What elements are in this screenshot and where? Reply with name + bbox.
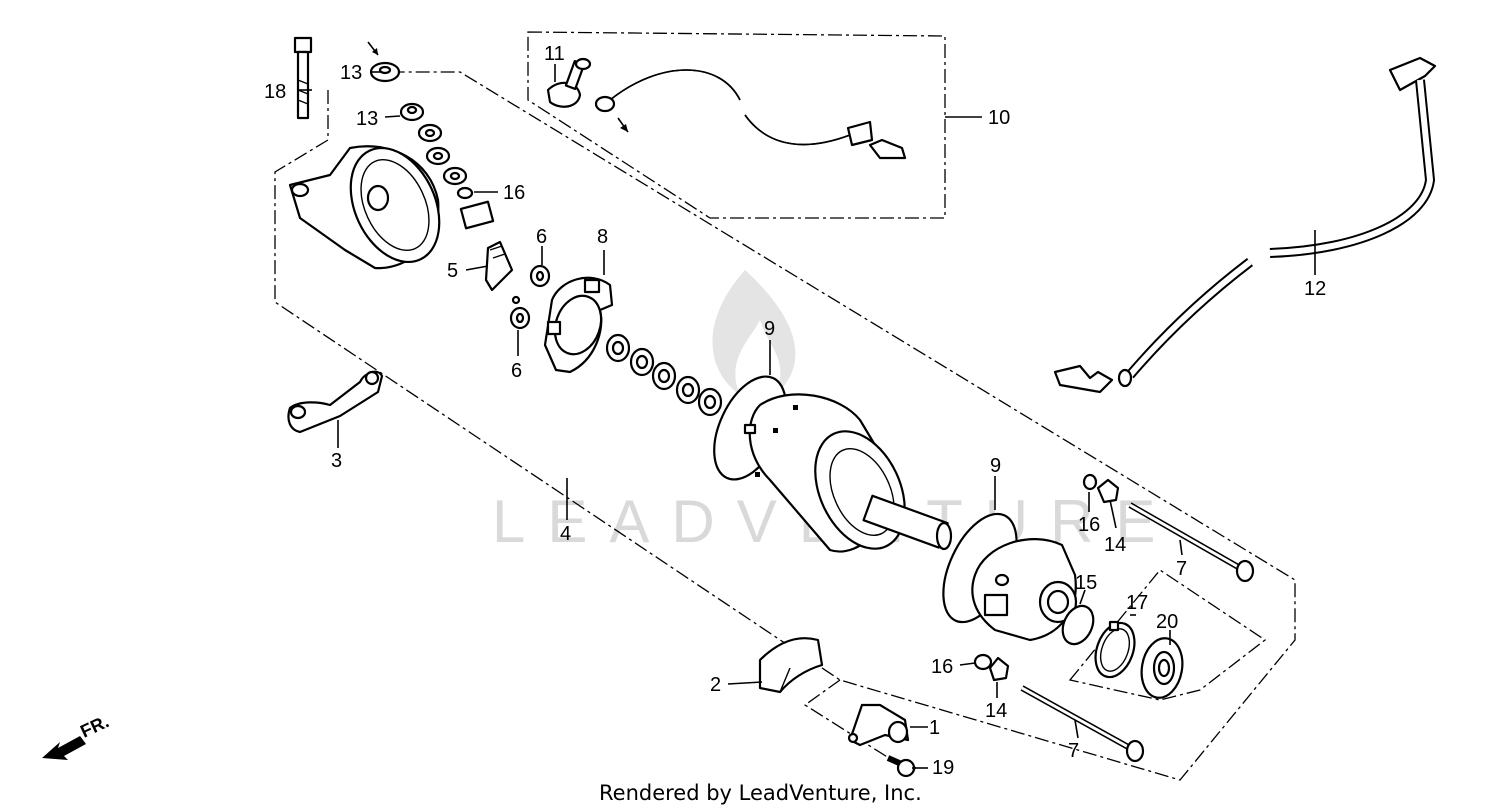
callout-17: 17 xyxy=(1126,592,1148,614)
callout-6-upper: 6 xyxy=(536,226,547,248)
callout-16-right: 16 xyxy=(1078,514,1100,536)
ground-cable-12 xyxy=(1053,56,1437,394)
callout-13-lower: 13 xyxy=(356,108,378,130)
callout-14-lower: 14 xyxy=(985,700,1007,722)
bracket-1 xyxy=(847,703,910,747)
nut-14-lower xyxy=(988,656,1010,682)
callout-labels: 1 2 3 4 5 6 6 7 7 8 9 9 10 11 12 13 13 1… xyxy=(264,43,1326,779)
callout-16-upper: 16 xyxy=(503,182,525,204)
nut-6-upper xyxy=(529,264,551,288)
nut-13-top xyxy=(367,41,401,83)
assembly-outline-main xyxy=(274,71,1296,781)
callout-13-upper: 13 xyxy=(340,62,362,84)
arm-bracket-3 xyxy=(287,370,384,434)
bolt-18 xyxy=(293,36,313,120)
callout-3: 3 xyxy=(331,450,342,472)
terminal-cap-11 xyxy=(546,57,629,133)
nut-13-lower xyxy=(399,102,425,122)
washer-16-lower xyxy=(973,653,993,671)
callout-19: 19 xyxy=(932,757,954,779)
snap-ring-15 xyxy=(1061,604,1095,646)
assembly-outline-rearcover xyxy=(1068,569,1267,701)
bolt-19 xyxy=(886,755,917,778)
callout-7-lower: 7 xyxy=(1068,740,1079,762)
callout-8: 8 xyxy=(597,226,608,248)
assembly-outline-cable xyxy=(527,31,946,219)
rear-housing-cover xyxy=(288,145,441,270)
nut-6-lower xyxy=(509,295,531,330)
render-credit: Rendered by LeadVenture, Inc. xyxy=(599,781,922,805)
callout-20: 20 xyxy=(1156,611,1178,633)
callout-6-lower: 6 xyxy=(511,360,522,382)
callout-9-upper: 9 xyxy=(764,318,775,340)
circlip-17 xyxy=(1094,620,1136,679)
washer-16-upper xyxy=(1082,473,1098,491)
bearing-20 xyxy=(1140,637,1184,699)
front-cover xyxy=(971,538,1078,642)
callout-16-lower: 16 xyxy=(931,656,953,678)
front-direction-arrow: FR. xyxy=(42,711,112,760)
brush-2 xyxy=(758,637,824,694)
nut-14-upper xyxy=(1096,478,1120,504)
callout-9-lower: 9 xyxy=(990,455,1001,477)
motor-yoke-armature xyxy=(743,393,953,553)
callout-1: 1 xyxy=(929,717,940,739)
leader-lines xyxy=(298,64,1316,769)
insulator-square xyxy=(459,200,495,230)
fr-label: FR. xyxy=(77,711,112,741)
terminal-bolt-5 xyxy=(484,240,514,292)
through-bolt-7-upper xyxy=(1128,502,1255,583)
callout-7-upper: 7 xyxy=(1176,558,1187,580)
callout-10: 10 xyxy=(988,107,1010,129)
callout-12: 12 xyxy=(1304,278,1326,300)
callout-5: 5 xyxy=(447,260,458,282)
brush-holder-8 xyxy=(543,276,614,374)
callout-18: 18 xyxy=(264,81,286,103)
callout-4: 4 xyxy=(560,523,571,545)
through-bolt-7-lower xyxy=(1020,685,1145,763)
callout-15: 15 xyxy=(1075,572,1097,594)
callout-2: 2 xyxy=(710,674,721,696)
cable-assembly-10 xyxy=(594,69,907,160)
washer-stack xyxy=(417,123,474,200)
callout-11: 11 xyxy=(544,43,565,65)
thrust-washer-row xyxy=(605,333,723,417)
callout-14-upper: 14 xyxy=(1104,534,1126,556)
